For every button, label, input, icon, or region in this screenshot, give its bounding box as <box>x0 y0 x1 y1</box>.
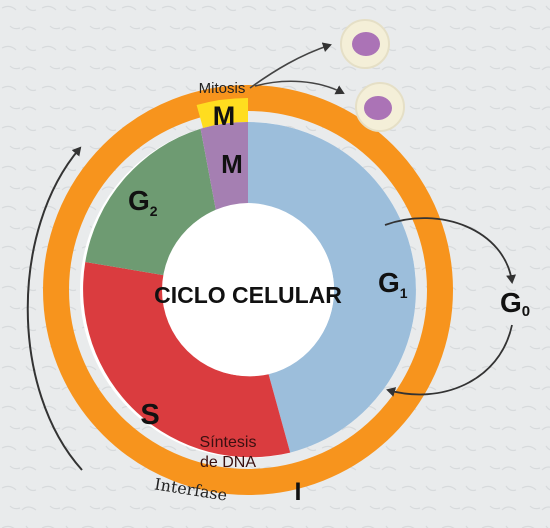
mitosis-label: Mitosis <box>199 80 246 97</box>
daughter-cell-upper <box>340 19 390 69</box>
phase-g2-sector <box>85 128 216 276</box>
mitosis-arrow-upper <box>249 42 332 89</box>
g1-label: G1 <box>378 267 408 301</box>
g1-to-g0-arrow <box>384 217 517 284</box>
nucleus-icon <box>364 96 392 120</box>
daughter-cell-lower <box>355 82 405 132</box>
g0-to-g1-arrow <box>386 324 513 397</box>
diagram-title: CICLO CELULAR <box>154 282 342 308</box>
inner-m-label: M <box>221 149 243 179</box>
interphase-i-label: I <box>295 478 302 506</box>
phase-s-sector <box>83 262 291 458</box>
phase-m-sector <box>200 121 248 210</box>
g0-label: G0 <box>500 287 530 320</box>
mitosis-block <box>196 98 248 130</box>
nucleus-icon <box>352 32 380 56</box>
interphase-arrow <box>26 146 83 471</box>
g2-label: G2 <box>128 185 158 219</box>
inner-hole <box>162 204 334 376</box>
outer-m-label: M <box>213 101 236 131</box>
mitosis-arrow-lower <box>254 80 345 95</box>
s-caption-line2: de DNA <box>200 454 256 471</box>
s-label: S <box>140 399 159 431</box>
phase-g1-sector <box>248 122 416 453</box>
s-caption-line1: Síntesis <box>200 434 257 451</box>
